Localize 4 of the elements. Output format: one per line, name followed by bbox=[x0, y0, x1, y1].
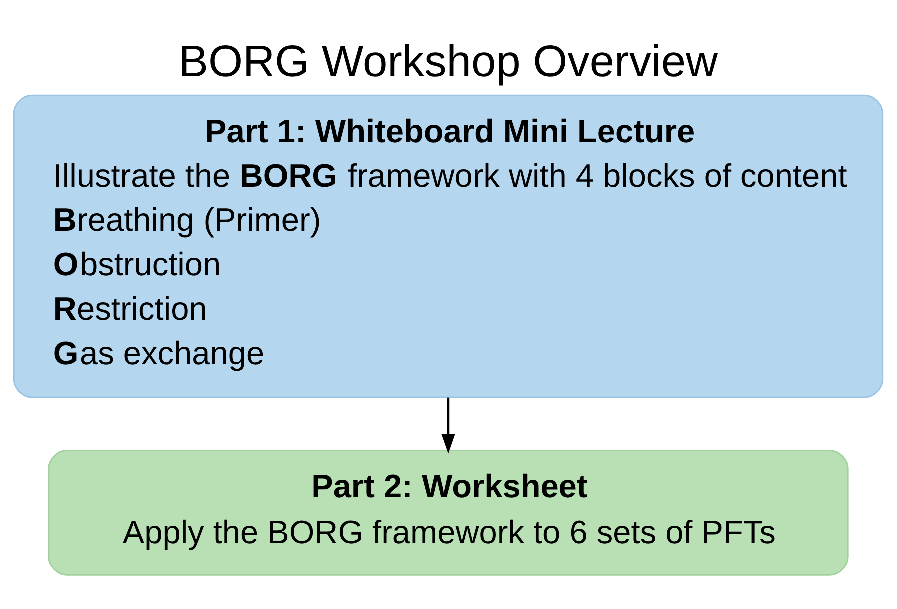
node-box: Part 2: Worksheet Apply the BORG framework to 6 sets of PFTs bbox=[48, 450, 849, 576]
diagram-title: BORG Workshop Overview bbox=[178, 36, 718, 86]
arrow bbox=[442, 397, 456, 454]
node-box: Part 1: Whiteboard Mini Lecture Illustrate the BORG framework with 4 blocks of content Breathing (Primer) Obstruction Restriction Gas exchange bbox=[13, 94, 884, 398]
